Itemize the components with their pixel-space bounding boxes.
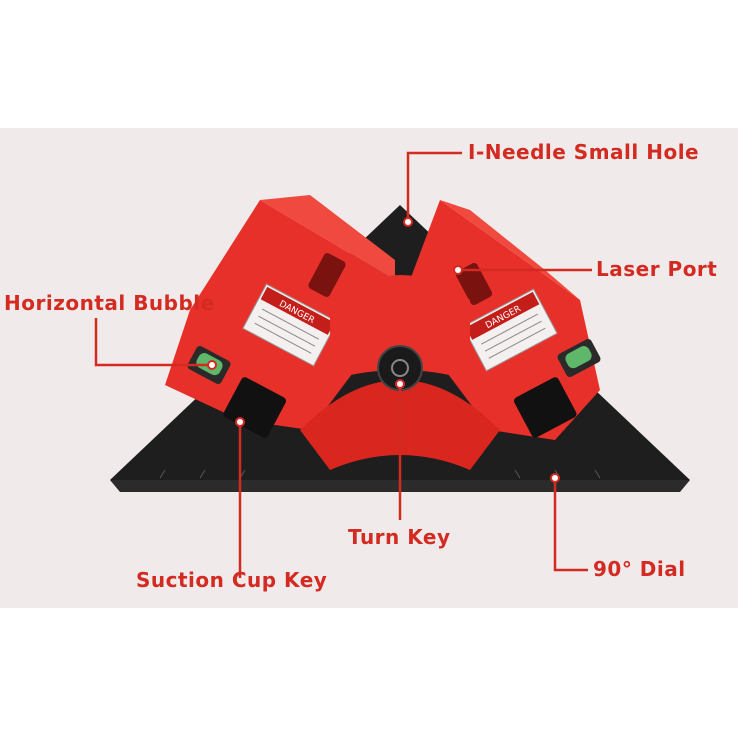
- needle-hole-label: I-Needle Small Hole: [468, 140, 700, 164]
- turn-key-dot: [395, 379, 405, 389]
- horizontal-bubble-label: Horizontal Bubble: [4, 291, 215, 315]
- suction-cup-key-label: Suction Cup Key: [136, 568, 328, 592]
- laser-port-label: Laser Port: [596, 257, 718, 281]
- right-warning-label: DANGER: [462, 288, 558, 372]
- dial-leader: [553, 480, 588, 572]
- turn-key-label: Turn Key: [348, 525, 451, 549]
- needle-hole-leader: [406, 151, 462, 222]
- right-laser-module: DANGER: [410, 200, 601, 440]
- dial-dot: [550, 473, 560, 483]
- laser-port-dot: [453, 265, 463, 275]
- needle-hole-dot: [403, 217, 413, 227]
- suction-cup-dot: [235, 417, 245, 427]
- horizontal-bubble-leader: [94, 318, 210, 367]
- left-warning-label: DANGER: [242, 283, 338, 367]
- dial-label: 90° Dial: [593, 557, 686, 581]
- bubble-dot: [207, 360, 217, 370]
